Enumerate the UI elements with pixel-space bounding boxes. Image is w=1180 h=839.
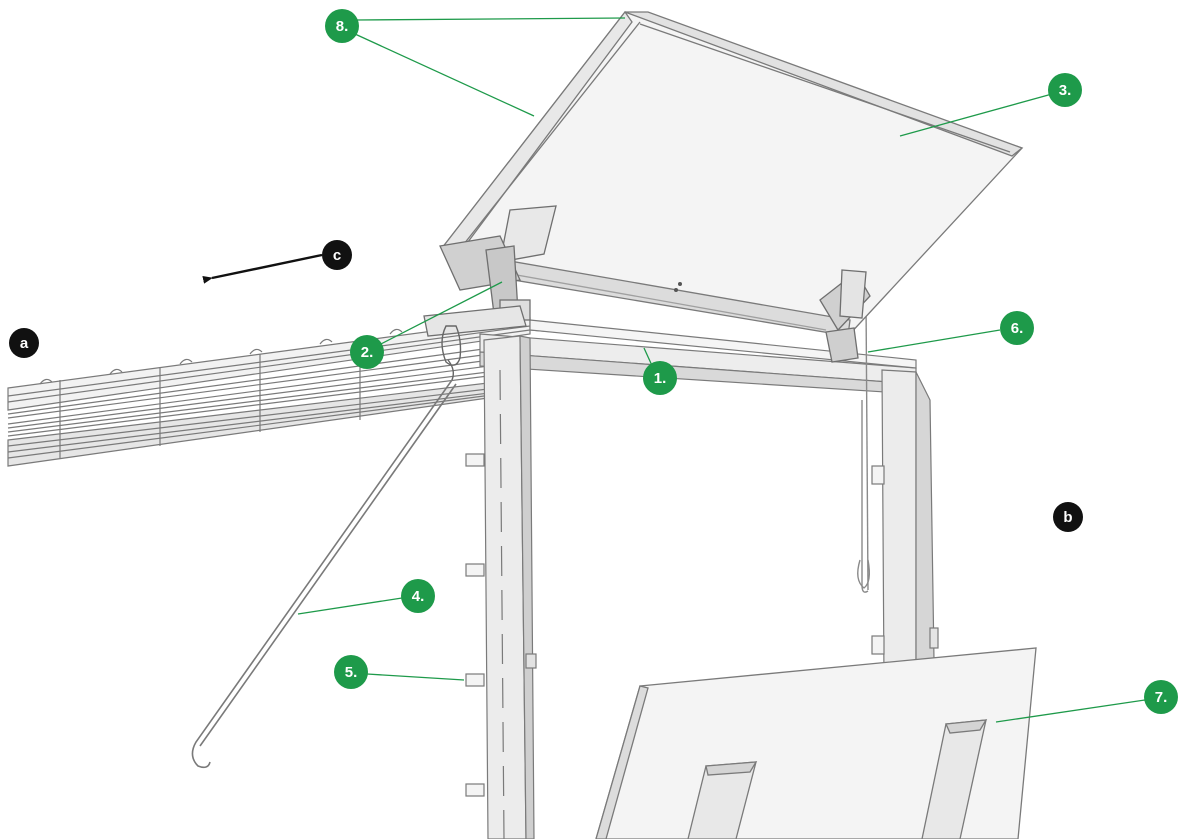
svg-text:b: b bbox=[1063, 509, 1072, 526]
hinge-bracket-left bbox=[423, 205, 557, 337]
svg-text:1.: 1. bbox=[654, 370, 667, 387]
roof-frame-left bbox=[7, 317, 531, 467]
svg-text:8.: 8. bbox=[336, 18, 349, 35]
callout-6: 6. bbox=[1000, 311, 1034, 345]
svg-text:3.: 3. bbox=[1059, 82, 1072, 99]
carabiner bbox=[441, 325, 462, 381]
callout-a: a bbox=[9, 328, 39, 358]
svg-text:6.: 6. bbox=[1011, 320, 1024, 337]
callout-3: 3. bbox=[1048, 73, 1082, 107]
hinge-bracket-right bbox=[819, 269, 871, 363]
callout-4: 4. bbox=[401, 579, 435, 613]
callout-8: 8. bbox=[325, 9, 359, 43]
leader-lines bbox=[297, 17, 1146, 723]
callout-b: b bbox=[1053, 502, 1083, 532]
svg-text:a: a bbox=[20, 335, 29, 352]
right-post bbox=[871, 369, 939, 682]
svg-text:7.: 7. bbox=[1155, 689, 1168, 706]
center-post bbox=[465, 335, 537, 839]
callout-c: c bbox=[322, 240, 352, 270]
callout-7: 7. bbox=[1144, 680, 1178, 714]
callout-5: 5. bbox=[334, 655, 368, 689]
cord-right bbox=[857, 299, 871, 593]
tilted-panel bbox=[440, 10, 1024, 337]
callout-2: 2. bbox=[350, 335, 384, 369]
operating-rod bbox=[191, 379, 457, 769]
svg-text:2.: 2. bbox=[361, 344, 374, 361]
svg-text:5.: 5. bbox=[345, 664, 358, 681]
svg-text:c: c bbox=[333, 247, 341, 264]
callout-1: 1. bbox=[643, 361, 677, 395]
svg-text:4.: 4. bbox=[412, 588, 425, 605]
loose-panel bbox=[595, 647, 1037, 839]
direction-arrow bbox=[202, 253, 323, 284]
